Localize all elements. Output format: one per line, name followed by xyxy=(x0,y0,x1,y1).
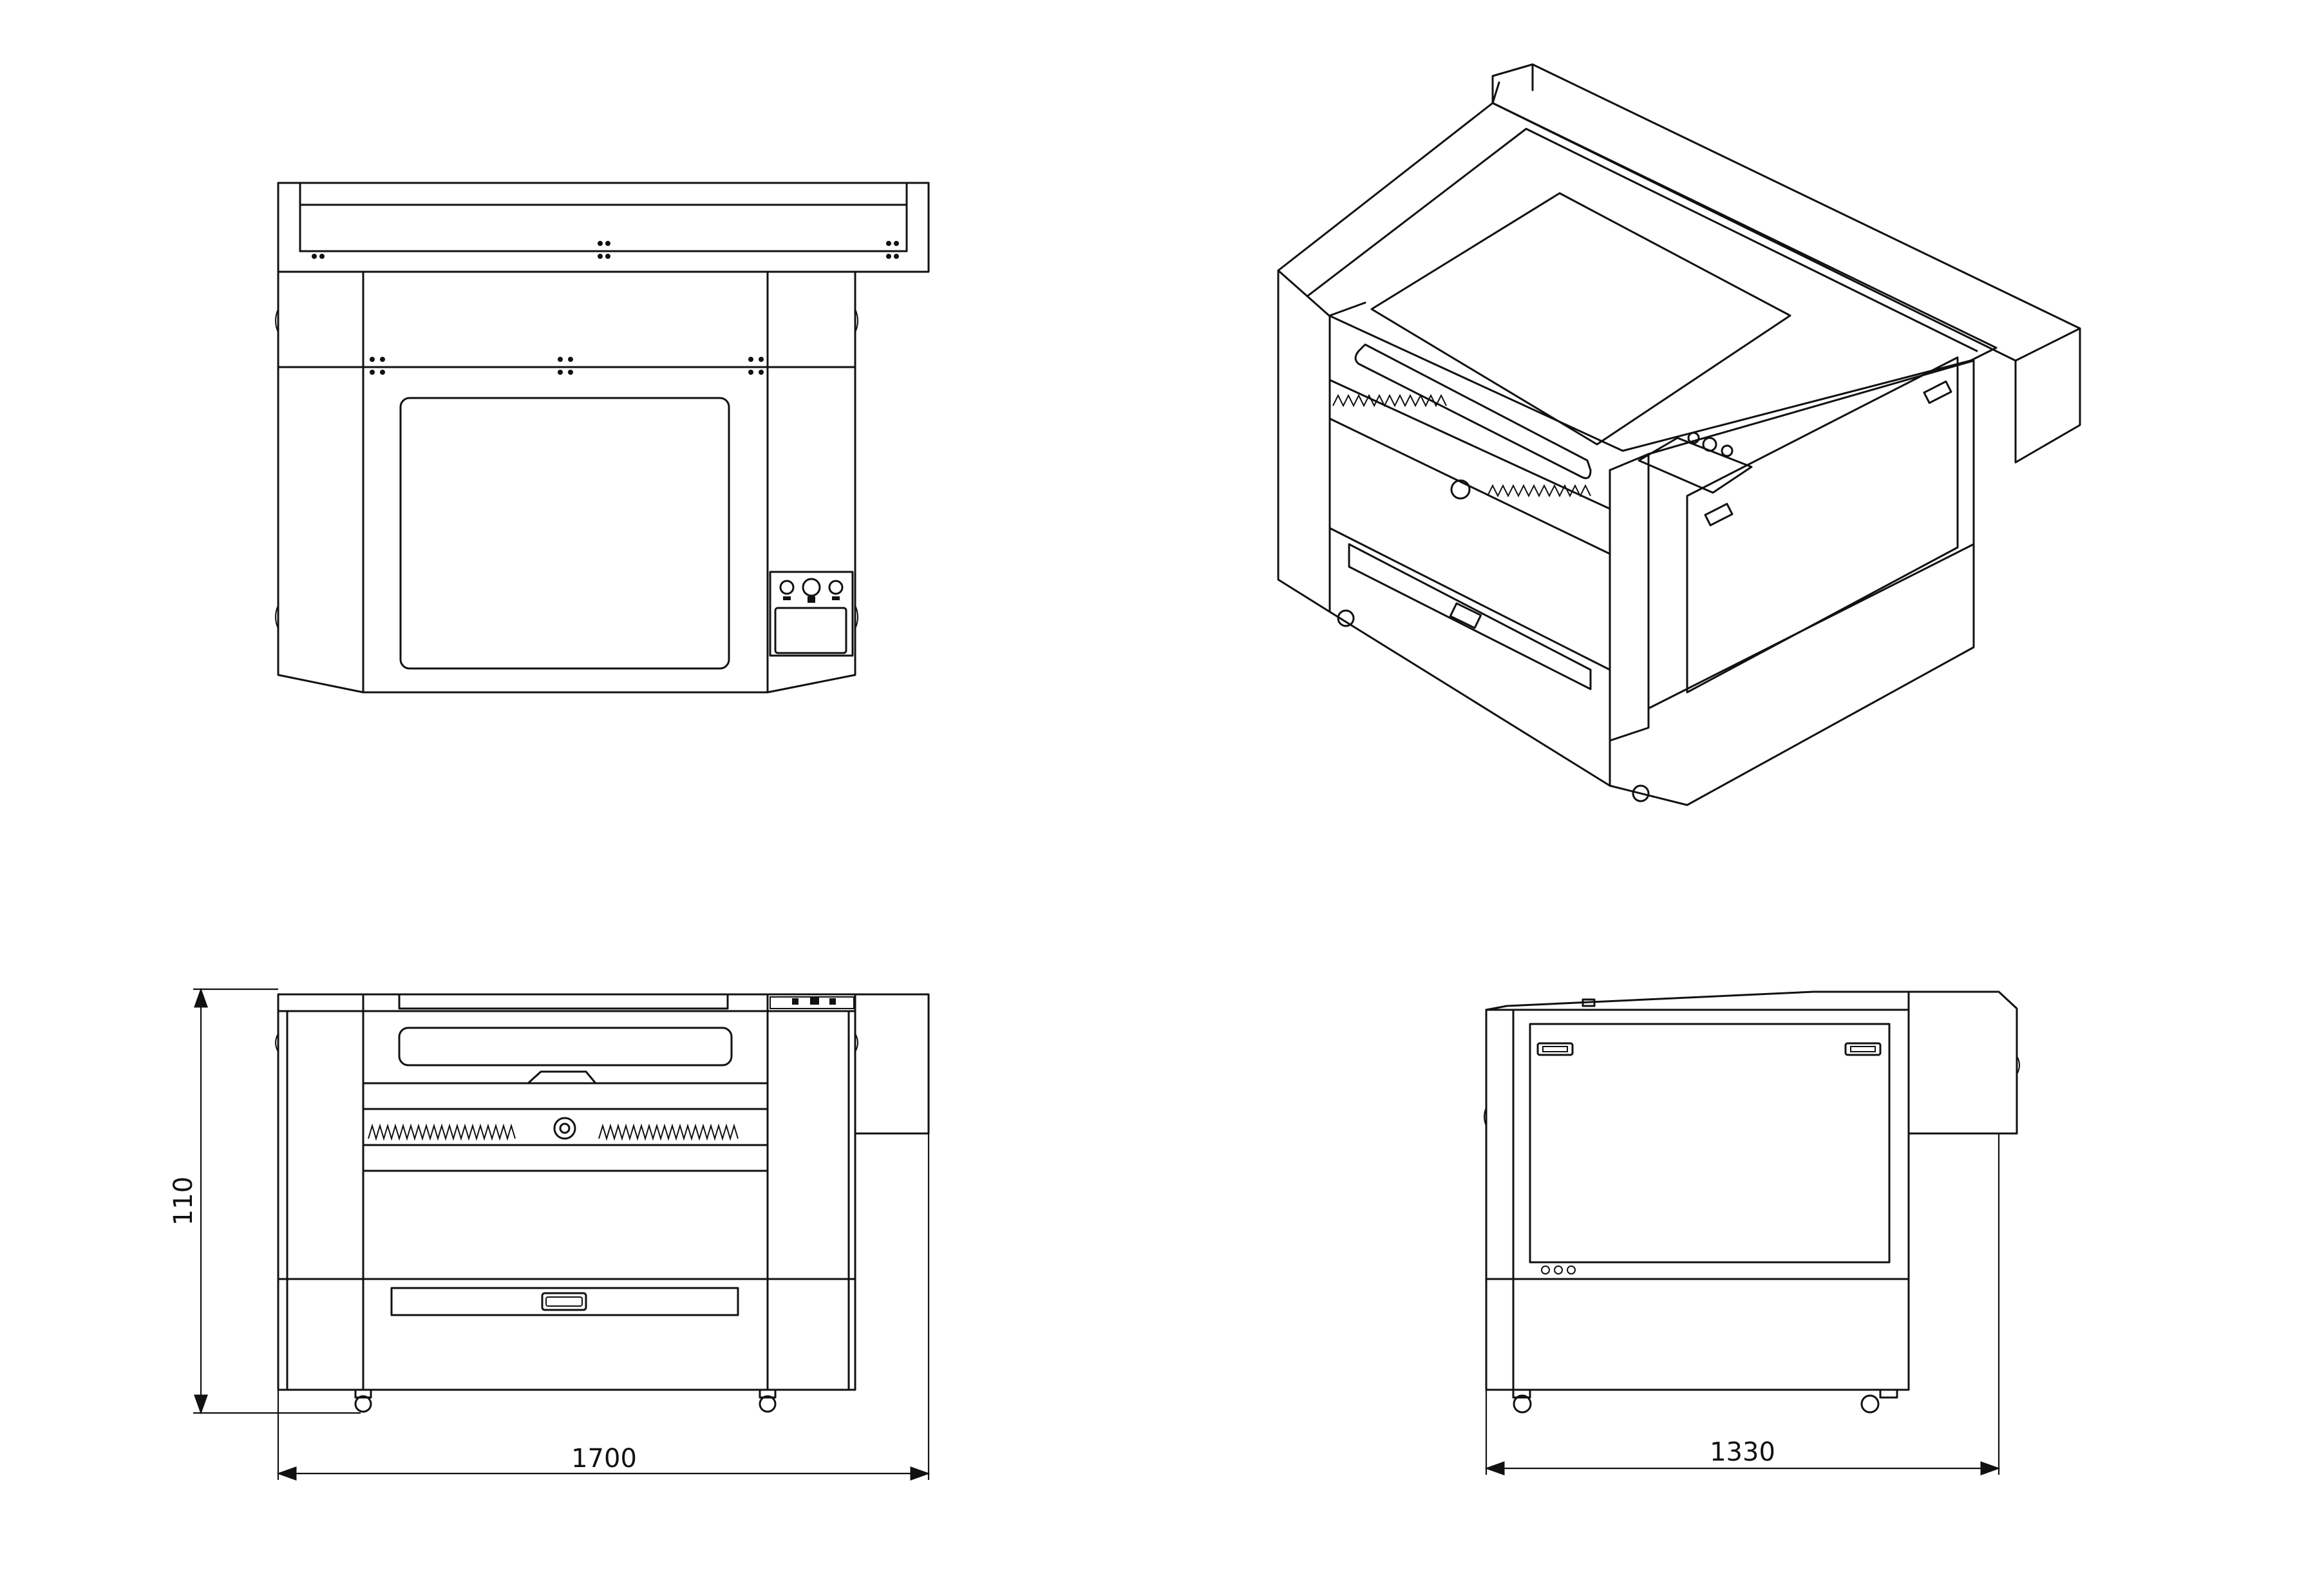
side-view xyxy=(1484,990,2020,1414)
top-view xyxy=(275,182,930,694)
access-panel xyxy=(1529,1023,1891,1264)
connector-ports xyxy=(1541,1265,1576,1275)
isometric-view xyxy=(1277,63,2081,806)
dimension-width: 1700 xyxy=(276,1133,931,1481)
dimension-height: 110 xyxy=(169,987,361,1415)
width-label: 1700 xyxy=(571,1444,637,1474)
screw-holes-duct xyxy=(312,241,899,259)
control-panel xyxy=(769,571,854,657)
dimension-depth: 1330 xyxy=(1484,1133,2001,1475)
lid-window xyxy=(399,397,730,670)
casters xyxy=(1512,1388,1898,1414)
height-label: 110 xyxy=(169,1177,198,1226)
lid-window xyxy=(1370,192,1791,446)
depth-label: 1330 xyxy=(1710,1437,1775,1467)
control-panel xyxy=(770,996,855,1009)
vent-slots xyxy=(368,1117,739,1141)
control-panel xyxy=(1638,437,1753,494)
front-view xyxy=(275,993,930,1413)
vent-slots xyxy=(1332,393,1591,500)
screw-holes-body xyxy=(370,357,764,375)
casters xyxy=(354,1388,777,1413)
